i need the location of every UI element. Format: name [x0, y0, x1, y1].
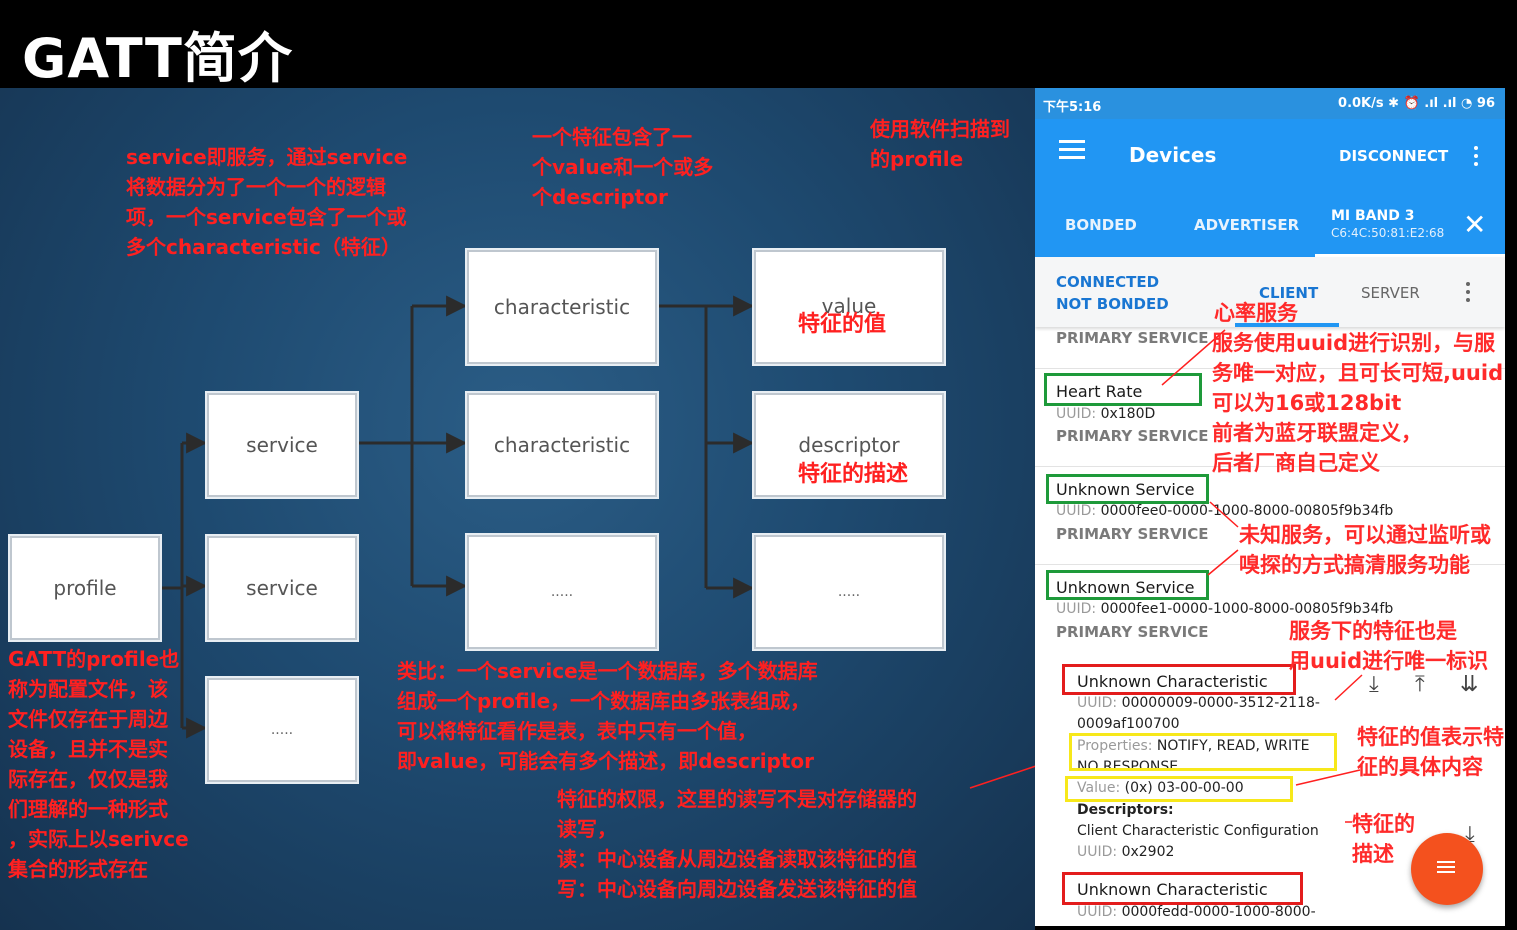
unknown-service-highlight — [1046, 474, 1209, 504]
value-highlight — [1065, 776, 1293, 802]
fab-list-icon[interactable] — [1411, 833, 1483, 905]
service-type: PRIMARY SERVICE — [1056, 525, 1209, 543]
characteristic-value: Value: (0x) 03-00-00-00 — [1077, 780, 1244, 796]
client-tab-indicator — [1235, 323, 1339, 327]
unknown-service-annotation: 未知服务，可以通过监听或 嗅探的方式搞清服务功能 — [1239, 523, 1491, 577]
connected-status: CONNECTED — [1056, 273, 1160, 291]
divider — [1035, 564, 1505, 565]
service-box: service — [207, 536, 357, 640]
app-title: Devices — [1129, 143, 1217, 167]
multi-download-icon[interactable]: ⇊ — [1460, 672, 1479, 697]
heart-rate-highlight — [1044, 373, 1202, 406]
service-note: service即服务，通过service 将数据分为了一个一个的逻辑 项，一个s… — [126, 145, 408, 259]
service-uuid: UUID: 0x180D — [1056, 406, 1156, 422]
service-label: service — [246, 433, 318, 457]
title-bar: GATT简介 — [0, 0, 1517, 90]
characteristic-label: characteristic — [493, 433, 631, 457]
bond-status: NOT BONDED — [1056, 295, 1169, 313]
active-tab-indicator — [1315, 254, 1505, 257]
characteristic-uuid: UUID: 00000009-0000-3512-2118- — [1077, 695, 1320, 711]
service-box: service — [207, 393, 357, 497]
divider — [1035, 368, 1505, 369]
upload-icon[interactable]: ⤒ — [1415, 672, 1425, 697]
service-type: PRIMARY SERVICE — [1056, 427, 1209, 445]
characteristic-name[interactable]: Unknown Characteristic — [1077, 672, 1268, 691]
profile-label: profile — [53, 576, 117, 600]
characteristic-placeholder-box: ..... — [467, 535, 657, 649]
profile-scan-note: 使用软件扫描到 的profile — [870, 117, 1010, 171]
uuid-annotation: 服务使用uuid进行识别，与服 务唯一对应，且可长可短,uuid 可以为16或1… — [1212, 331, 1504, 475]
service-uuid: UUID: 0000fee1-0000-1000-8000-00805f9b34… — [1056, 601, 1394, 617]
characteristic-properties-cont: NO RESPONSE — [1077, 759, 1179, 775]
analogy-note: 类比：一个service是一个数据库，多个数据库 组成一个profile，一个数… — [397, 659, 818, 773]
characteristic-highlight — [1062, 664, 1296, 695]
app-bar: Devices DISCONNECT — [1035, 119, 1505, 194]
overflow-menu-icon[interactable] — [1474, 146, 1478, 166]
placeholder-label: ..... — [837, 584, 861, 600]
phone-screen: 下午5:16 0.0K/s ✱ ⏰ .ıl .ıl ◔ 96 Devices D… — [1035, 88, 1505, 926]
tab-advertiser[interactable]: ADVERTISER — [1194, 216, 1300, 234]
device-mac: C6:4C:50:81:E2:68 — [1331, 226, 1445, 240]
heart-rate-annotation: 心率服务 — [1214, 301, 1298, 325]
descriptor-box: descriptor — [754, 393, 944, 497]
characteristic-uuid-cont: 0009af100700 — [1077, 716, 1180, 732]
value-label: value — [821, 294, 877, 318]
service-type: PRIMARY SERVICE — [1056, 329, 1209, 347]
placeholder-label: ..... — [550, 584, 574, 600]
characteristic-box: characteristic — [467, 250, 657, 364]
characteristic-note: 一个特征包含了一 个value和一个或多 个descriptor — [532, 125, 714, 209]
connector-lines — [160, 295, 1035, 789]
status-time: 下午5:16 — [1043, 100, 1102, 115]
descriptor-uuid: UUID: 0x2902 — [1077, 844, 1175, 860]
right-border — [1505, 88, 1517, 930]
profile-note: GATT的profile也 称为配置文件，该 文件仅存在于周边 设备，且并不是实… — [8, 647, 189, 881]
service-name-heart-rate[interactable]: Heart Rate — [1056, 382, 1143, 401]
permission-note: 特征的权限，这里的读写不是对存储器的 读写， 读：中心设备从周边设备读取该特征的… — [557, 787, 917, 901]
service-uuid: UUID: 0000fee0-0000-1000-8000-00805f9b34… — [1056, 503, 1394, 519]
divider — [1035, 466, 1505, 467]
descriptor-placeholder-box: ..... — [754, 535, 944, 649]
connection-bar: CONNECTED NOT BONDED CLIENT SERVER — [1035, 257, 1505, 327]
service-label: service — [246, 576, 318, 600]
characteristic-highlight — [1062, 872, 1303, 905]
disconnect-button[interactable]: DISCONNECT — [1339, 147, 1449, 165]
menu-icon[interactable] — [1059, 140, 1085, 159]
tab-client[interactable]: CLIENT — [1259, 284, 1319, 302]
placeholder-label: ..... — [270, 722, 294, 738]
descriptors-heading: Descriptors: — [1077, 802, 1174, 818]
unknown-service-highlight — [1046, 570, 1209, 600]
characteristic-properties: Properties: NOTIFY, READ, WRITE — [1077, 738, 1310, 754]
service-placeholder-box: ..... — [207, 678, 357, 782]
descriptor-note: 特征的描述 — [798, 462, 909, 487]
value-box: value — [754, 250, 944, 364]
characteristic-label: characteristic — [493, 295, 631, 319]
device-name[interactable]: MI BAND 3 — [1331, 208, 1415, 224]
descriptor-name[interactable]: Client Characteristic Configuration — [1077, 823, 1319, 839]
gatt-diagram: profile service service ..... characteri… — [0, 88, 1035, 930]
characteristic-name[interactable]: Unknown Characteristic — [1077, 880, 1268, 899]
value-meaning-annotation: 特征的值表示特 征的具体内容 — [1357, 725, 1504, 779]
download-icon[interactable]: ⤓ — [1465, 822, 1475, 847]
status-bar: 下午5:16 0.0K/s ✱ ⏰ .ıl .ıl ◔ 96 — [1035, 88, 1505, 119]
overflow-menu-icon[interactable] — [1466, 282, 1470, 302]
profile-box: profile — [10, 536, 160, 640]
slide-title: GATT简介 — [22, 27, 293, 90]
service-type: PRIMARY SERVICE — [1056, 623, 1209, 641]
tab-bonded[interactable]: BONDED — [1065, 216, 1137, 234]
characteristic-uuid-annotation: 服务下的特征也是 用uuid进行唯一标识 — [1289, 619, 1489, 673]
descriptor-label: descriptor — [798, 433, 900, 457]
value-note: 特征的值 — [798, 312, 887, 337]
characteristic-uuid: UUID: 0000fedd-0000-1000-8000- — [1077, 904, 1316, 920]
service-name-unknown[interactable]: Unknown Service — [1056, 578, 1195, 597]
download-icon[interactable]: ⤓ — [1369, 672, 1379, 697]
tab-server[interactable]: SERVER — [1361, 284, 1420, 302]
characteristic-box: characteristic — [467, 393, 657, 497]
device-tab-bar: BONDED ADVERTISER MI BAND 3 C6:4C:50:81:… — [1035, 194, 1505, 257]
close-icon[interactable]: ✕ — [1463, 208, 1487, 241]
status-indicators: 0.0K/s ✱ ⏰ .ıl .ıl ◔ 96 — [1338, 96, 1495, 111]
descriptor-meaning-annotation: 特征的 描述 — [1352, 812, 1415, 866]
service-name-unknown[interactable]: Unknown Service — [1056, 480, 1195, 499]
properties-highlight — [1069, 733, 1337, 771]
